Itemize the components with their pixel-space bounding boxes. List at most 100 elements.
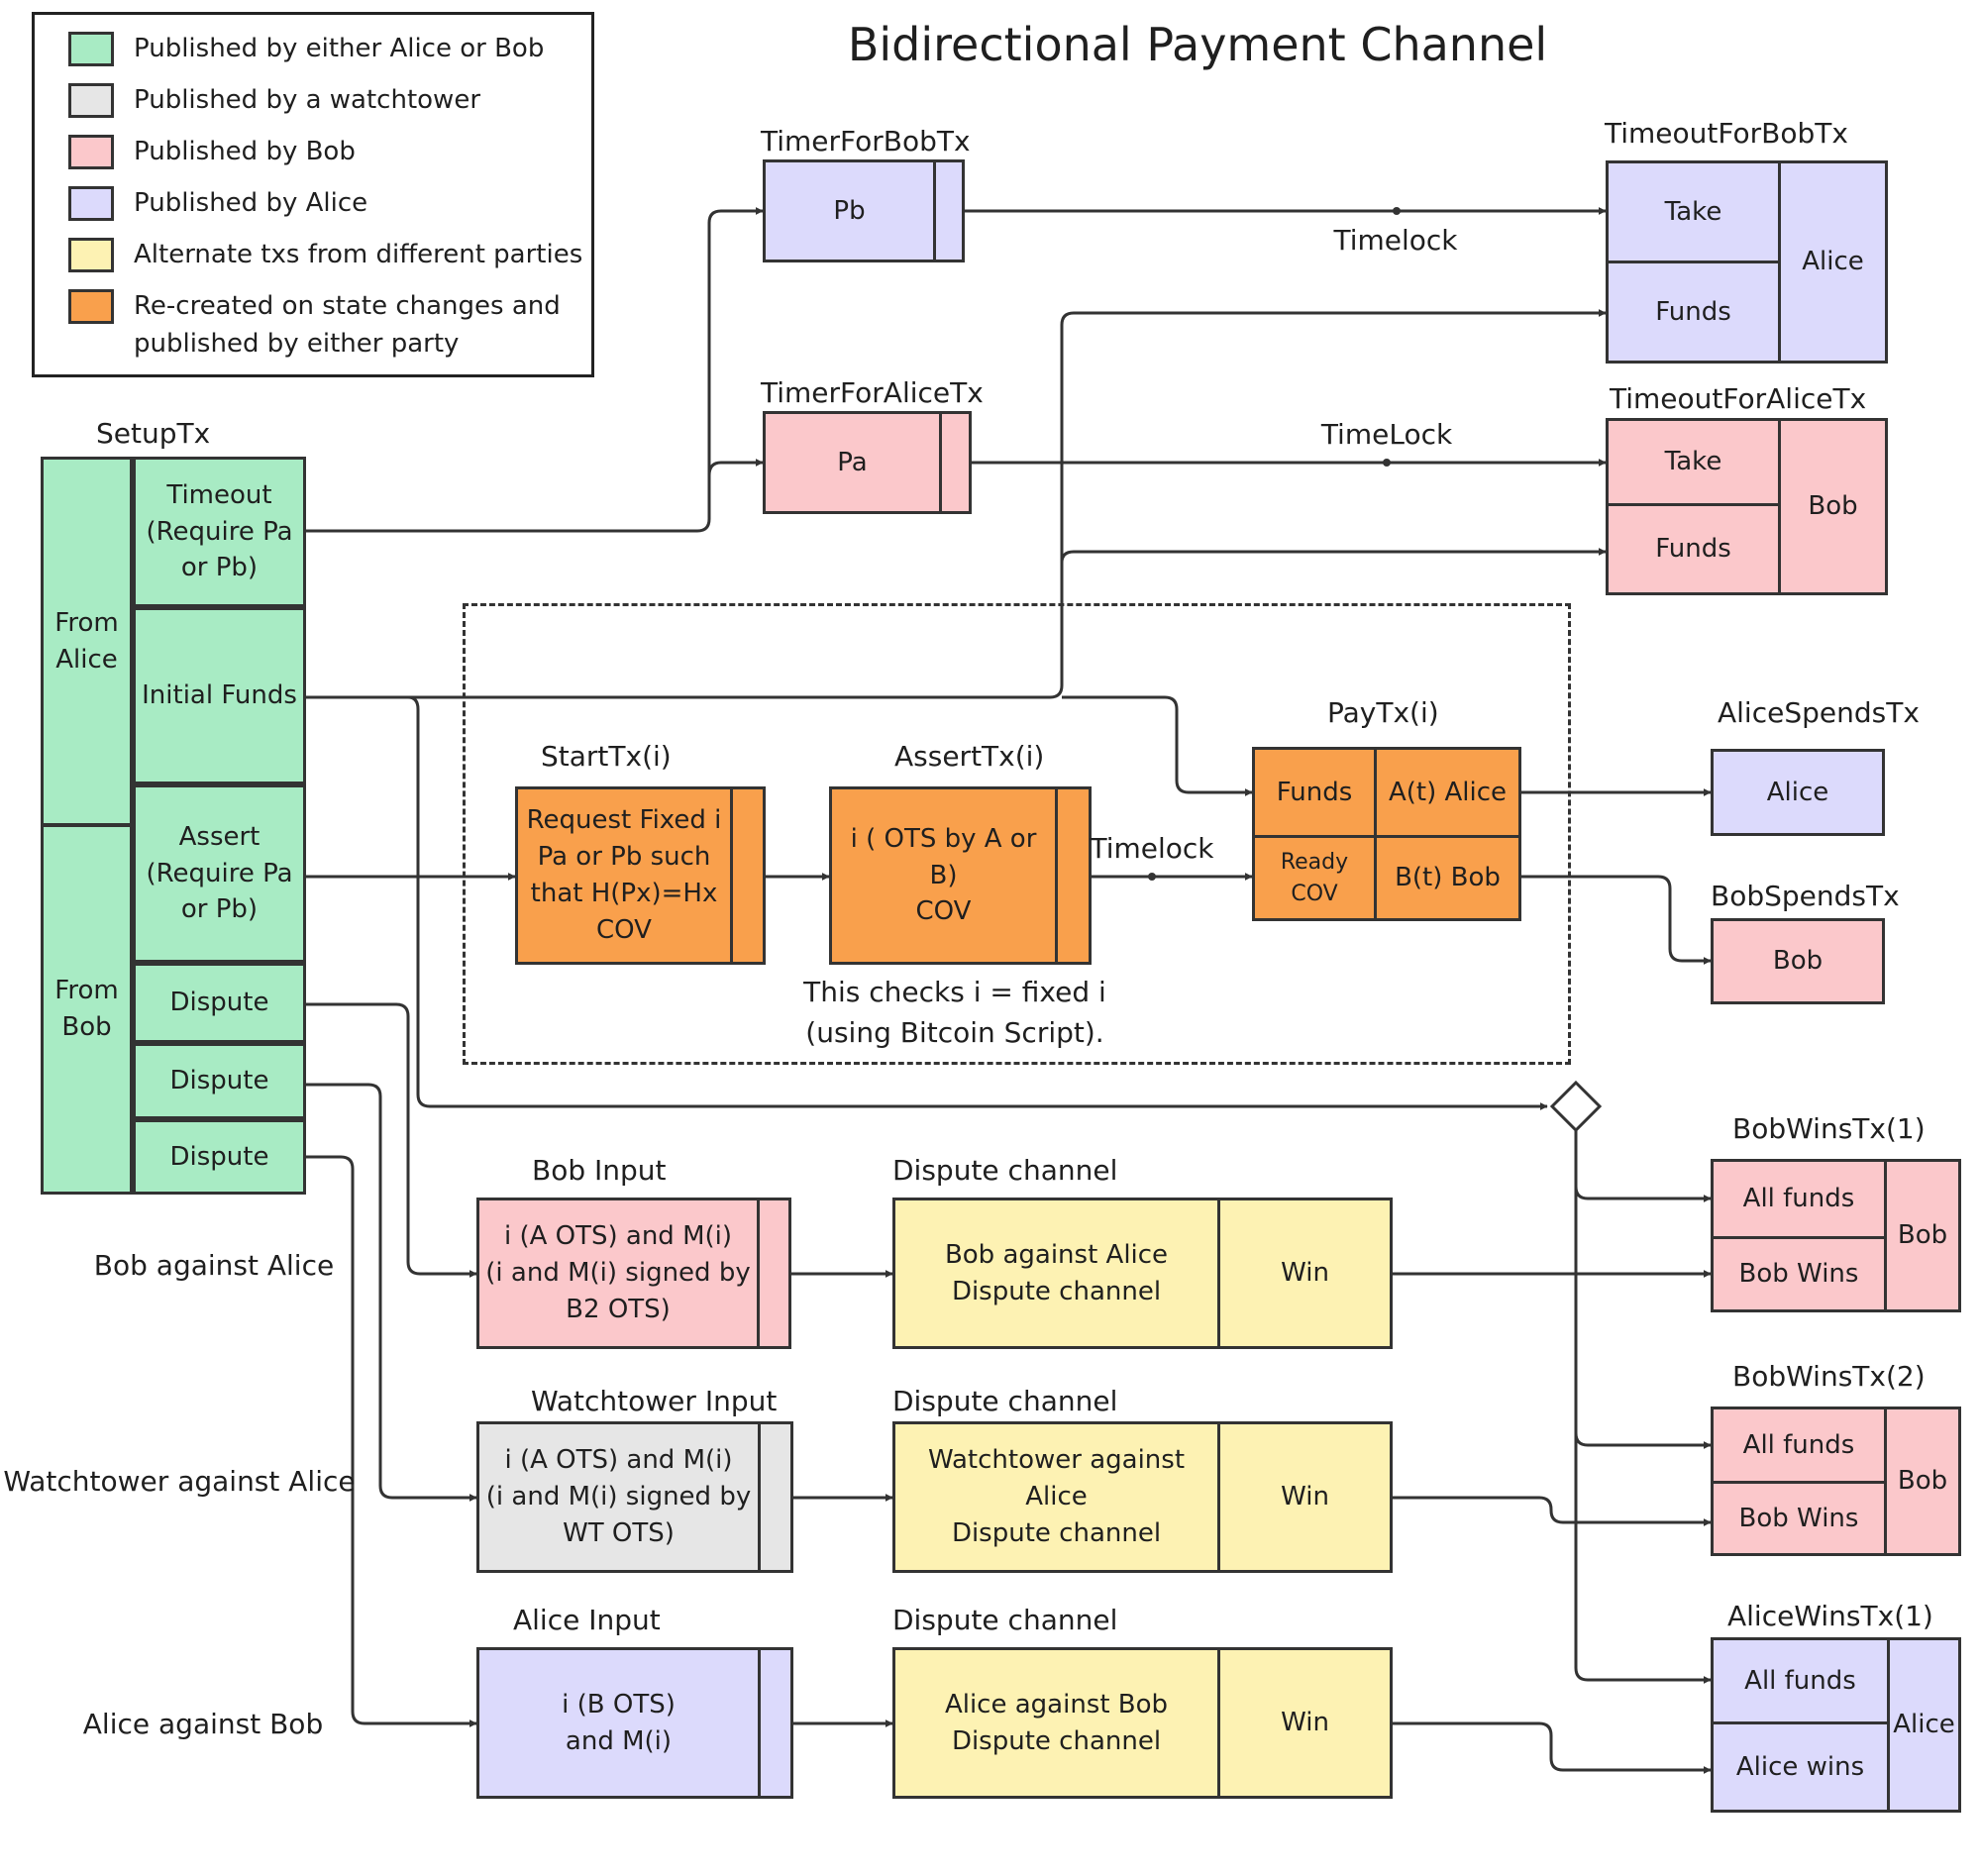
legend: Published by either Alice or Bob Publish… (32, 12, 594, 377)
edge-diamond-to-allfunds-2 (1574, 1187, 1712, 1449)
timelock-dot-3 (1148, 873, 1156, 881)
bob-wins-1-all-funds: All funds (1711, 1159, 1887, 1239)
bob-input-title: Bob Input (532, 1154, 667, 1187)
dispute-channel-box: Bob against Alice Dispute channel (892, 1198, 1220, 1349)
edge-diamond-to-allfunds-3 (1574, 1433, 1712, 1684)
edge-win3-to-alice-wins (1393, 1721, 1712, 1774)
legend-swatch-orange (68, 289, 114, 324)
alice-spends-box: Alice (1711, 749, 1885, 836)
dispute-row-label: Bob against Alice (93, 1249, 335, 1282)
edge-pay-to-bob-spends (1521, 875, 1712, 965)
alice-input-stub (758, 1647, 793, 1799)
pay-tx-bob-output: B(t) Bob (1374, 835, 1521, 921)
legend-label: Published by either Alice or Bob (134, 34, 545, 63)
edge-dispute2-to-wt-input (305, 1083, 477, 1502)
payment-channel-region (463, 603, 1571, 1065)
bob-wins-2-title: BobWinsTx(2) (1732, 1360, 1926, 1393)
bob-input-stub (757, 1198, 791, 1349)
watchtower-input-title: Watchtower Input (531, 1385, 778, 1417)
bob-wins-2-all-funds: All funds (1711, 1407, 1887, 1484)
diagram-title: Bidirectional Payment Channel (847, 18, 1548, 71)
timeout-alice-take: Take (1606, 418, 1781, 506)
legend-swatch-lavender (68, 186, 114, 221)
watchtower-input-box: i (A OTS) and M(i) (i and M(i) signed by… (476, 1421, 761, 1573)
pay-tx-title: PayTx(i) (1327, 696, 1439, 729)
setup-assert-output: Assert (Require Pa or Pb) (133, 784, 306, 963)
alice-wins-1-owner: Alice (1887, 1637, 1961, 1813)
assert-tx-box: i ( OTS by A or B) COV (829, 786, 1058, 965)
legend-swatch-green (68, 32, 114, 66)
alice-spends-title: AliceSpendsTx (1718, 696, 1920, 729)
legend-swatch-yellow (68, 238, 114, 272)
watchtower-input-stub (758, 1421, 793, 1573)
dispute-channel-title: Dispute channel (892, 1604, 1118, 1636)
timeout-alice-title: TimeoutForAliceTx (1610, 382, 1867, 415)
bob-spends-title: BobSpendsTx (1711, 880, 1900, 912)
pay-tx-ready: Ready COV (1252, 835, 1377, 921)
edge-win2-to-bob-wins (1393, 1496, 1712, 1526)
setup-timeout-output: Timeout (Require Pa or Pb) (133, 457, 306, 607)
alice-wins-1-all-funds: All funds (1711, 1637, 1890, 1724)
timelock-label: Timelock (1333, 224, 1458, 257)
dispute-channel-title: Dispute channel (892, 1154, 1118, 1187)
setup-dispute-output: Dispute (133, 963, 306, 1043)
alice-input-title: Alice Input (513, 1604, 661, 1636)
edge-diamond-to-allfunds-1 (1574, 1130, 1712, 1202)
timeout-bob-funds: Funds (1606, 261, 1781, 364)
legend-label: Published by a watchtower (134, 85, 481, 115)
alice-wins-1-alice-wins: Alice wins (1711, 1721, 1890, 1813)
dispute-win-output: Win (1217, 1198, 1393, 1349)
legend-swatch-pink (68, 135, 114, 169)
bob-spends-box: Bob (1711, 918, 1885, 1004)
dispute-row-label: Alice against Bob (82, 1708, 324, 1740)
edge-dispute1-to-bob-input (305, 1002, 477, 1278)
timeout-bob-owner: Alice (1778, 160, 1888, 364)
setup-initial-funds-output: Initial Funds (133, 607, 306, 784)
timeout-bob-title: TimeoutForBobTx (1605, 117, 1848, 150)
bob-wins-1-bob-wins: Bob Wins (1711, 1236, 1887, 1312)
dispute-channel-box: Alice against Bob Dispute channel (892, 1647, 1220, 1799)
setup-from-bob: From Bob (41, 824, 133, 1195)
legend-swatch-grey (68, 83, 114, 118)
assert-tx-note: This checks i = fixed i (using Bitcoin S… (803, 976, 1106, 1049)
edge-funds-to-timeout-alice (1060, 548, 1607, 565)
setup-title: SetupTx (96, 417, 211, 450)
legend-label: Published by Alice (134, 188, 368, 218)
bob-wins-2-owner: Bob (1884, 1407, 1961, 1556)
timeout-alice-owner: Bob (1778, 418, 1888, 595)
decision-diamond (1549, 1080, 1603, 1133)
edge-funds-to-timeout-bob (305, 309, 1607, 699)
assert-tx-title: AssertTx(i) (894, 740, 1045, 773)
setup-dispute-output: Dispute (133, 1119, 306, 1195)
timer-alice-stub (939, 411, 972, 514)
dispute-row-label: Watchtower against Alice (3, 1465, 356, 1498)
bob-wins-1-title: BobWinsTx(1) (1732, 1112, 1926, 1145)
assert-tx-stub (1055, 786, 1092, 965)
setup-dispute-output: Dispute (133, 1043, 306, 1119)
legend-label: Re-created on state changes and publishe… (134, 291, 561, 359)
timer-alice-box: Pa (763, 411, 942, 514)
start-tx-stub (730, 786, 766, 965)
edge-funds-to-diamond (407, 695, 1548, 1110)
dispute-channel-box: Watchtower against Alice Dispute channel (892, 1421, 1220, 1573)
timelock-label: Timelock (1090, 832, 1214, 865)
alice-input-box: i (B OTS) and M(i) (476, 1647, 761, 1799)
bob-input-box: i (A OTS) and M(i) (i and M(i) signed by… (476, 1198, 760, 1349)
timelock-dot-1 (1393, 207, 1401, 215)
edge-funds-to-pay (1062, 695, 1253, 796)
legend-label: Published by Bob (134, 137, 356, 166)
bob-wins-2-bob-wins: Bob Wins (1711, 1481, 1887, 1556)
legend-label: Alternate txs from different parties (134, 240, 583, 269)
timer-bob-title: TimerForBobTx (761, 125, 971, 157)
timer-bob-stub (933, 159, 965, 262)
timer-bob-box: Pb (763, 159, 936, 262)
timer-alice-title: TimerForAliceTx (761, 376, 984, 409)
pay-tx-funds: Funds (1252, 747, 1377, 838)
dispute-win-output: Win (1217, 1647, 1393, 1799)
bob-wins-1-owner: Bob (1884, 1159, 1961, 1312)
edge-timeout-to-timer-alice (707, 459, 764, 476)
timelock-label: TimeLock (1320, 418, 1453, 451)
edge-dispute3-to-alice-input (305, 1155, 477, 1727)
